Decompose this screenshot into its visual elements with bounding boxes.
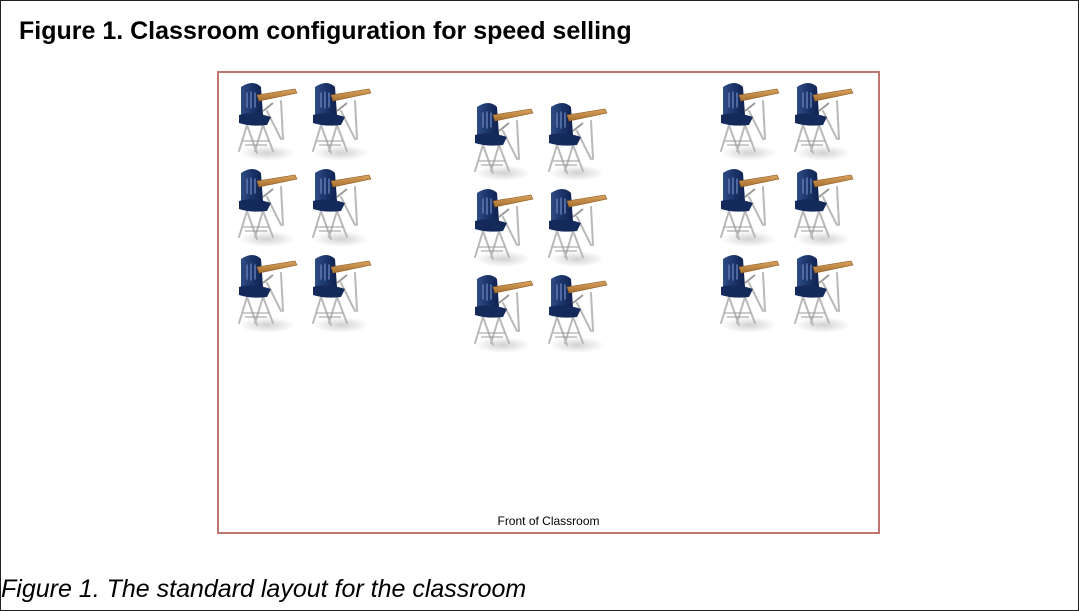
desk-chair-left-1-2 [312, 83, 372, 161]
desk-chair-center-3-1 [474, 275, 534, 353]
classroom-diagram: Front of Classroom [217, 71, 880, 534]
desk-chair-center-2-2 [548, 189, 608, 267]
desk-chair-left-2-1 [238, 169, 298, 247]
figure-heading: Figure 1. Classroom configuration for sp… [19, 17, 632, 45]
desk-chair-right-1-2 [794, 83, 854, 161]
desk-chair-right-1-1 [720, 83, 780, 161]
desk-chair-center-1-1 [474, 103, 534, 181]
desk-layout [238, 83, 854, 353]
desk-chair-right-2-2 [794, 169, 854, 247]
figure-caption: Figure 1. The standard layout for the cl… [1, 575, 527, 603]
desk-chair-left-2-2 [312, 169, 372, 247]
desk-chair-center-1-2 [548, 103, 608, 181]
desk-chair-left-3-2 [312, 255, 372, 333]
desk-chair-center-2-1 [474, 189, 534, 267]
desk-chair-right-2-1 [720, 169, 780, 247]
desk-chair-left-1-1 [238, 83, 298, 161]
desk-chair-right-3-2 [794, 255, 854, 333]
desk-chair-left-3-1 [238, 255, 298, 333]
desk-chair-right-3-1 [720, 255, 780, 333]
front-of-classroom-label: Front of Classroom [497, 514, 600, 528]
desk-chair-center-3-2 [548, 275, 608, 353]
